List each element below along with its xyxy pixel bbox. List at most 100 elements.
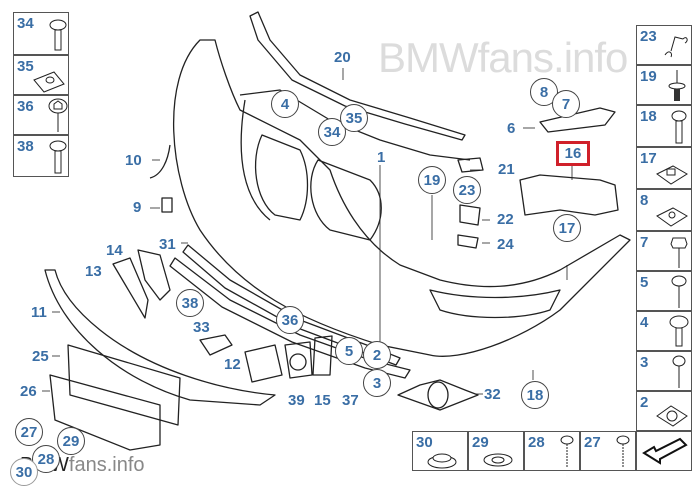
fastener-2-number: 2 (640, 394, 649, 411)
callout-17: 17 (553, 214, 581, 242)
part-9-cap (161, 197, 173, 213)
fastener-23-number: 23 (640, 28, 657, 45)
fastener-34[interactable]: 34 (13, 12, 69, 55)
screw-icon (616, 435, 630, 468)
part-12-mesh (244, 344, 283, 383)
callout-32: 32 (484, 386, 501, 403)
cap-icon (427, 453, 457, 469)
callout-22: 22 (497, 211, 514, 228)
arrow-icon (642, 437, 688, 465)
callout-36: 36 (276, 306, 304, 334)
screw-icon (671, 110, 687, 144)
spring-clip-icon (664, 36, 688, 58)
fastener-4[interactable]: 4 (636, 311, 692, 351)
fastener-34-number: 34 (17, 15, 34, 32)
callout-38: 38 (176, 289, 204, 317)
callout-34: 34 (318, 118, 346, 146)
fastener-35-number: 35 (17, 58, 34, 75)
callout-6: 6 (507, 120, 516, 137)
part-6-bracket (539, 107, 616, 133)
fastener-28-number: 28 (528, 434, 545, 451)
hex-screw-icon (670, 237, 688, 268)
callout-31: 31 (159, 236, 176, 253)
callout-27: 27 (15, 418, 43, 446)
fastener-17[interactable]: 17 (636, 147, 692, 189)
callout-1: 1 (377, 149, 386, 166)
screw-icon (672, 355, 686, 388)
watermark-top: BMWfans.info (378, 34, 628, 81)
part-32-surround (397, 379, 479, 411)
callout-21: 21 (498, 161, 515, 178)
callout-23: 23 (453, 176, 481, 204)
fastener-18[interactable]: 18 (636, 105, 692, 147)
screw-icon (671, 275, 687, 308)
fastener-5[interactable]: 5 (636, 271, 692, 311)
callout-26: 26 (20, 383, 37, 400)
callout-28: 28 (32, 445, 60, 473)
fastener-23[interactable]: 23 (636, 25, 692, 65)
part-1-bumper (172, 39, 631, 357)
fastener-27[interactable]: 27 (580, 431, 636, 471)
fastener-28[interactable]: 28 (524, 431, 580, 471)
callout-39: 39 (288, 392, 305, 409)
screw-flange-icon (49, 140, 67, 174)
hex-screw-washer-icon (48, 98, 68, 132)
fastener-38[interactable]: 38 (13, 135, 69, 177)
part-24-clip (457, 234, 479, 249)
part-16-duct (519, 174, 619, 216)
part-11-grille (44, 269, 276, 406)
part-33-sensor (199, 334, 233, 356)
fastener-30[interactable]: 30 (412, 431, 468, 471)
fastener-35[interactable]: 35 (13, 55, 69, 95)
callout-4: 4 (271, 90, 299, 118)
callout-25: 25 (32, 348, 49, 365)
kidney-left (254, 134, 309, 221)
clip-nut-icon (656, 207, 688, 227)
part-26-plate (49, 374, 161, 451)
part-21-cover (457, 157, 484, 173)
kidney-right (310, 159, 382, 241)
fastener-8[interactable]: 8 (636, 189, 692, 231)
callout-12: 12 (224, 356, 241, 373)
callout-14: 14 (106, 242, 123, 259)
fastener-8-number: 8 (640, 192, 649, 209)
fastener-4-number: 4 (640, 314, 649, 331)
push-pin-icon (668, 70, 686, 101)
callout-29: 29 (57, 427, 85, 455)
callout-5: 5 (335, 337, 363, 365)
speed-clip-icon (656, 405, 688, 427)
fastener-27-number: 27 (584, 434, 601, 451)
fastener-36[interactable]: 36 (13, 95, 69, 135)
callout-7: 7 (552, 90, 580, 118)
part-22-clip (459, 204, 481, 226)
navigation-arrow-cell[interactable] (636, 431, 692, 471)
fastener-7-number: 7 (640, 234, 649, 251)
callout-13: 13 (85, 263, 102, 280)
fastener-19-number: 19 (640, 68, 657, 85)
fastener-3-number: 3 (640, 354, 649, 371)
washer-icon (483, 453, 513, 467)
clip-nut-icon (33, 71, 65, 93)
part-13-mesh (112, 257, 149, 319)
part-14-bracket (137, 249, 171, 301)
callout-16-highlighted[interactable]: 16 (556, 141, 590, 166)
screw-flange-icon (669, 315, 689, 347)
callout-30: 30 (10, 458, 38, 486)
fastener-18-number: 18 (640, 108, 657, 125)
callout-15: 15 (314, 392, 331, 409)
fastener-19[interactable]: 19 (636, 65, 692, 105)
callout-2: 2 (363, 341, 391, 369)
fastener-7[interactable]: 7 (636, 231, 692, 271)
callout-10: 10 (125, 152, 142, 169)
fastener-5-number: 5 (640, 274, 649, 291)
callout-24: 24 (497, 236, 514, 253)
fastener-38-number: 38 (17, 138, 34, 155)
fastener-29[interactable]: 29 (468, 431, 524, 471)
fastener-2[interactable]: 2 (636, 391, 692, 431)
callout-19: 19 (418, 166, 446, 194)
fastener-3[interactable]: 3 (636, 351, 692, 391)
callout-11: 11 (31, 304, 47, 321)
part-39-cover (284, 341, 313, 379)
